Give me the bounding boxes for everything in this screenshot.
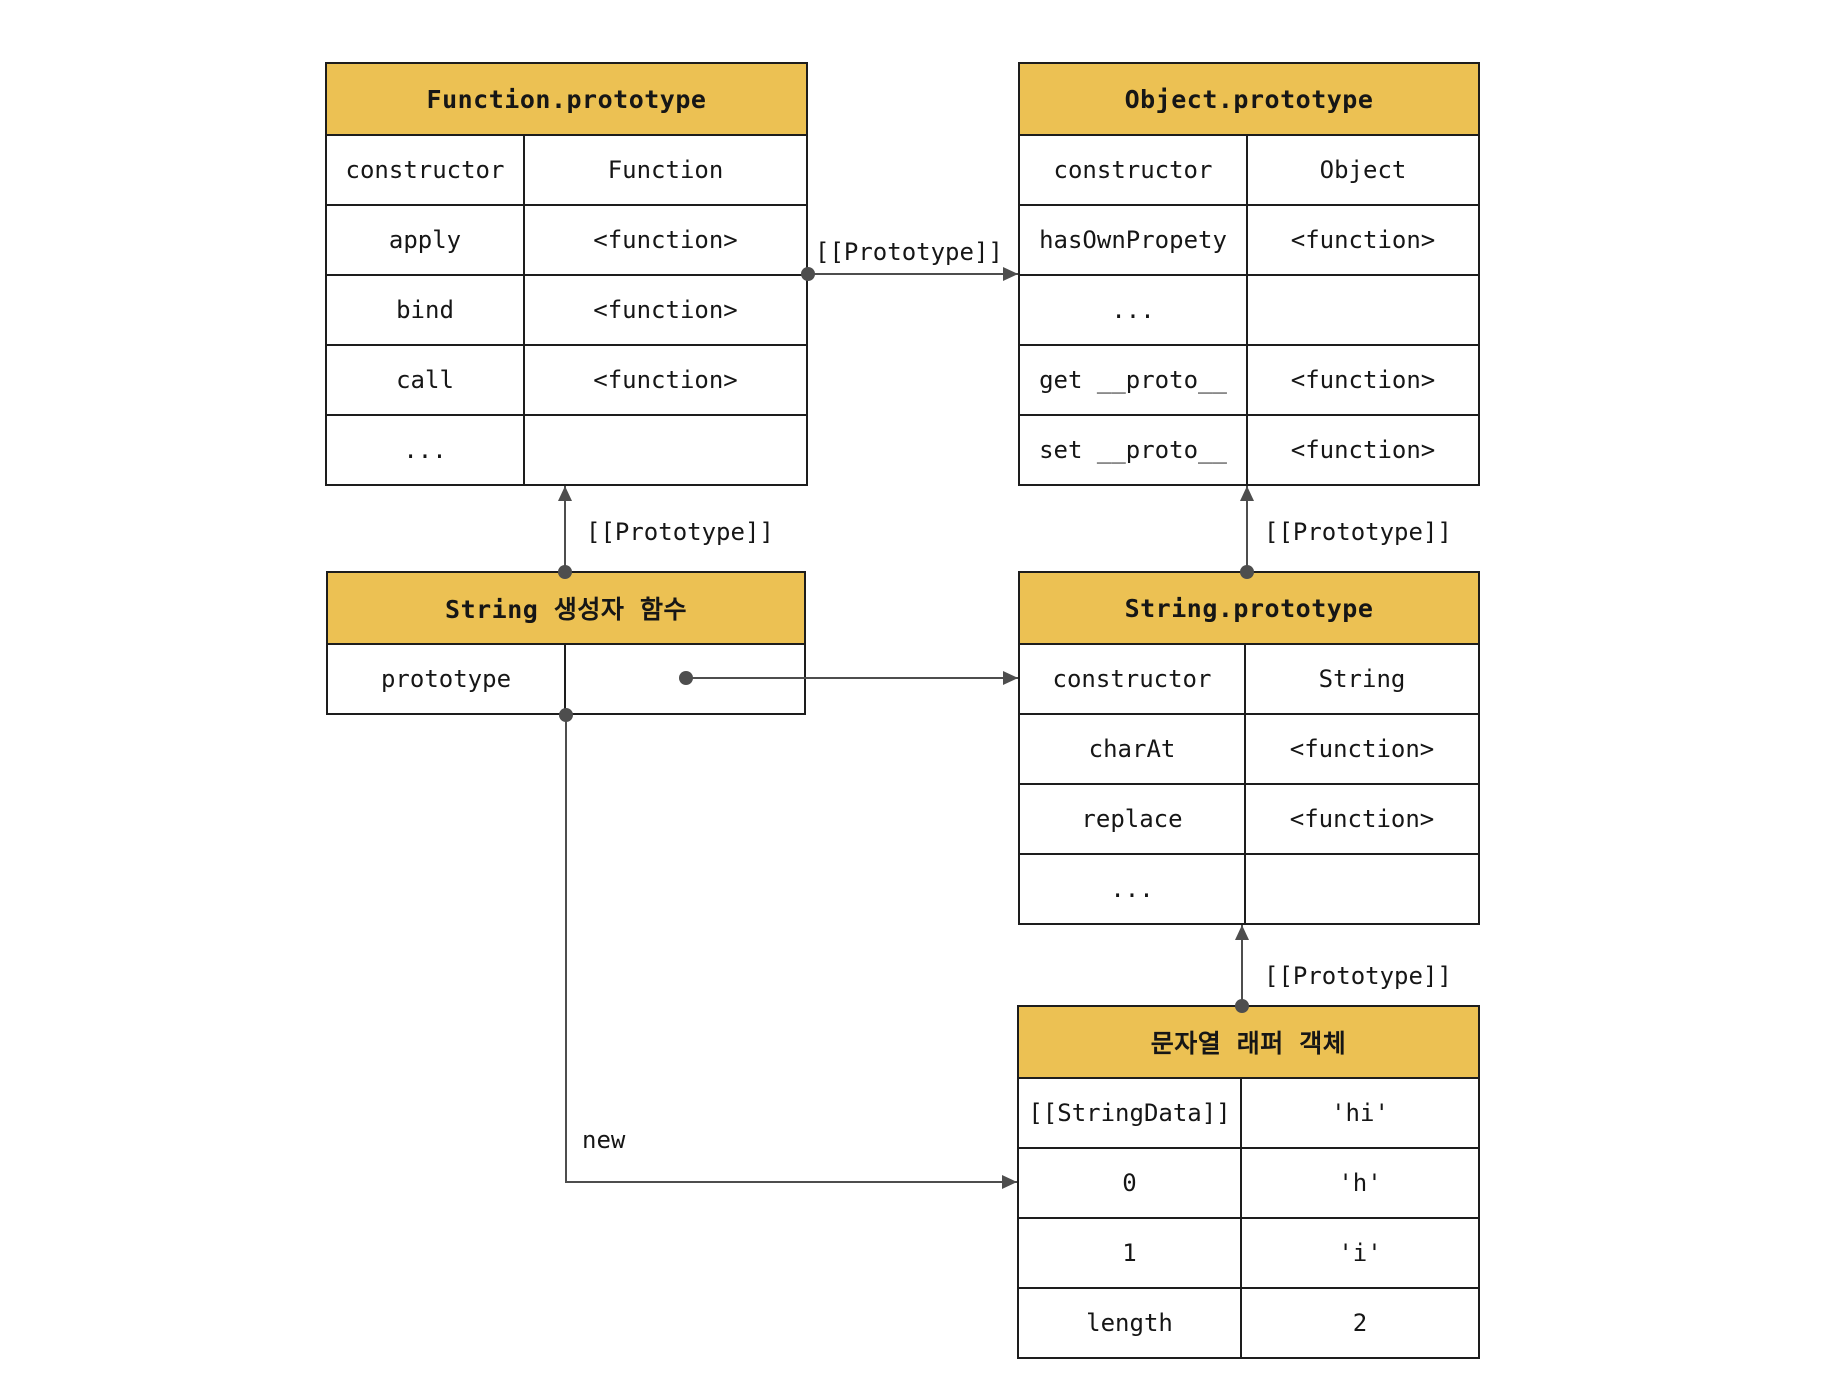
cell-key: 1 xyxy=(1019,1219,1242,1287)
cell-key: replace xyxy=(1020,785,1246,853)
cell-value xyxy=(525,416,806,484)
cell-key: constructor xyxy=(327,136,525,204)
cell-value: <function> xyxy=(1290,226,1436,254)
cell-key: bind xyxy=(327,276,525,344)
cell-value: 'hi' xyxy=(1331,1099,1389,1127)
table-row: ... xyxy=(1020,853,1478,923)
cell-value: 2 xyxy=(1352,1309,1368,1337)
cell-key: ... xyxy=(327,416,525,484)
cell-key: prototype xyxy=(328,645,566,713)
cell-key: get __proto__ xyxy=(1020,346,1248,414)
new-arrowhead-icon xyxy=(1002,1175,1017,1189)
strproto-to-obj-arrow-line xyxy=(1246,486,1248,572)
cell-value: Function xyxy=(607,156,724,184)
cell-key: ... xyxy=(1020,276,1248,344)
table-row: ... xyxy=(327,414,806,484)
strcon-to-fn-arrow-label: [[Prototype]] xyxy=(586,518,774,546)
table-row: 1 'i' xyxy=(1019,1217,1478,1287)
fn-to-obj-arrow-line xyxy=(808,273,1018,275)
cell-key: hasOwnPropety xyxy=(1020,206,1248,274)
proto-cell-to-strproto-arrow-dot xyxy=(679,671,693,685)
table-row: 0 'h' xyxy=(1019,1147,1478,1217)
wrapper-to-strproto-arrowhead-icon xyxy=(1235,925,1249,940)
new-arrow-vline xyxy=(565,715,567,1182)
cell-value: <function> xyxy=(1290,366,1436,394)
fn-to-obj-arrow-label: [[Prototype]] xyxy=(815,238,1003,266)
cell-value: String xyxy=(1318,665,1406,693)
wrapper-to-strproto-arrow-dot xyxy=(1235,999,1249,1013)
cell-key: [[StringData]] xyxy=(1019,1079,1242,1147)
table-object-prototype: Object.prototype constructor Object hasO… xyxy=(1018,62,1480,486)
table-row: charAt <function> xyxy=(1020,713,1478,783)
table-function-prototype: Function.prototype constructor Function … xyxy=(325,62,808,486)
cell-key: constructor xyxy=(1020,136,1248,204)
proto-cell-to-strproto-arrow-line xyxy=(686,677,1018,679)
table-row: apply <function> xyxy=(327,204,806,274)
new-arrow-label: new xyxy=(582,1126,626,1154)
cell-key: ... xyxy=(1020,855,1246,923)
table-row: [[StringData]] 'hi' xyxy=(1019,1077,1478,1147)
cell-key: charAt xyxy=(1020,715,1246,783)
cell-key: length xyxy=(1019,1289,1242,1357)
cell-value xyxy=(1246,855,1478,923)
strproto-to-obj-arrow-label: [[Prototype]] xyxy=(1264,518,1452,546)
table-row: bind <function> xyxy=(327,274,806,344)
table-row: call <function> xyxy=(327,344,806,414)
proto-cell-to-strproto-arrowhead-icon xyxy=(1003,671,1018,685)
new-arrow-dot xyxy=(559,708,573,722)
strproto-to-obj-arrow-dot xyxy=(1240,565,1254,579)
cell-key: constructor xyxy=(1020,645,1246,713)
table-row: constructor String xyxy=(1020,643,1478,713)
table-function-prototype-title: Function.prototype xyxy=(327,64,806,134)
cell-value: <function> xyxy=(1289,805,1435,833)
cell-value: <function> xyxy=(1290,436,1436,464)
cell-value: Object xyxy=(1319,156,1407,184)
strcon-to-fn-arrowhead-icon xyxy=(558,486,572,501)
table-row: length 2 xyxy=(1019,1287,1478,1357)
cell-value xyxy=(1248,276,1478,344)
strproto-to-obj-arrowhead-icon xyxy=(1240,486,1254,501)
cell-key: apply xyxy=(327,206,525,274)
table-row: set __proto__ <function> xyxy=(1020,414,1478,484)
new-arrow-hline xyxy=(565,1181,1017,1183)
table-string-wrapper-object-title: 문자열 래퍼 객체 xyxy=(1019,1007,1478,1077)
cell-value: <function> xyxy=(593,226,738,254)
table-row: replace <function> xyxy=(1020,783,1478,853)
cell-value: <function> xyxy=(593,296,738,324)
table-row: hasOwnPropety <function> xyxy=(1020,204,1478,274)
table-row: prototype xyxy=(328,643,804,713)
table-string-prototype: String.prototype constructor String char… xyxy=(1018,571,1480,925)
fn-to-obj-arrow-dot xyxy=(801,267,815,281)
strcon-to-fn-arrow-dot xyxy=(558,565,572,579)
table-string-constructor: String 생성자 함수 prototype xyxy=(326,571,806,715)
table-row: get __proto__ <function> xyxy=(1020,344,1478,414)
cell-value: 'h' xyxy=(1338,1169,1382,1197)
table-row: ... xyxy=(1020,274,1478,344)
table-object-prototype-title: Object.prototype xyxy=(1020,64,1478,134)
cell-key: 0 xyxy=(1019,1149,1242,1217)
table-row: constructor Function xyxy=(327,134,806,204)
table-row: constructor Object xyxy=(1020,134,1478,204)
cell-key: set __proto__ xyxy=(1020,416,1248,484)
table-string-constructor-title: String 생성자 함수 xyxy=(328,573,804,643)
cell-value: 'i' xyxy=(1338,1239,1382,1267)
table-string-prototype-title: String.prototype xyxy=(1020,573,1478,643)
fn-to-obj-arrowhead-icon xyxy=(1003,267,1018,281)
cell-value: <function> xyxy=(1289,735,1435,763)
strcon-to-fn-arrow-line xyxy=(564,486,566,572)
wrapper-to-strproto-arrow-line xyxy=(1241,925,1243,1006)
wrapper-to-strproto-arrow-label: [[Prototype]] xyxy=(1264,962,1452,990)
table-string-wrapper-object: 문자열 래퍼 객체 [[StringData]] 'hi' 0 'h' 1 'i… xyxy=(1017,1005,1480,1359)
cell-key: call xyxy=(327,346,525,414)
cell-value: <function> xyxy=(593,366,738,394)
